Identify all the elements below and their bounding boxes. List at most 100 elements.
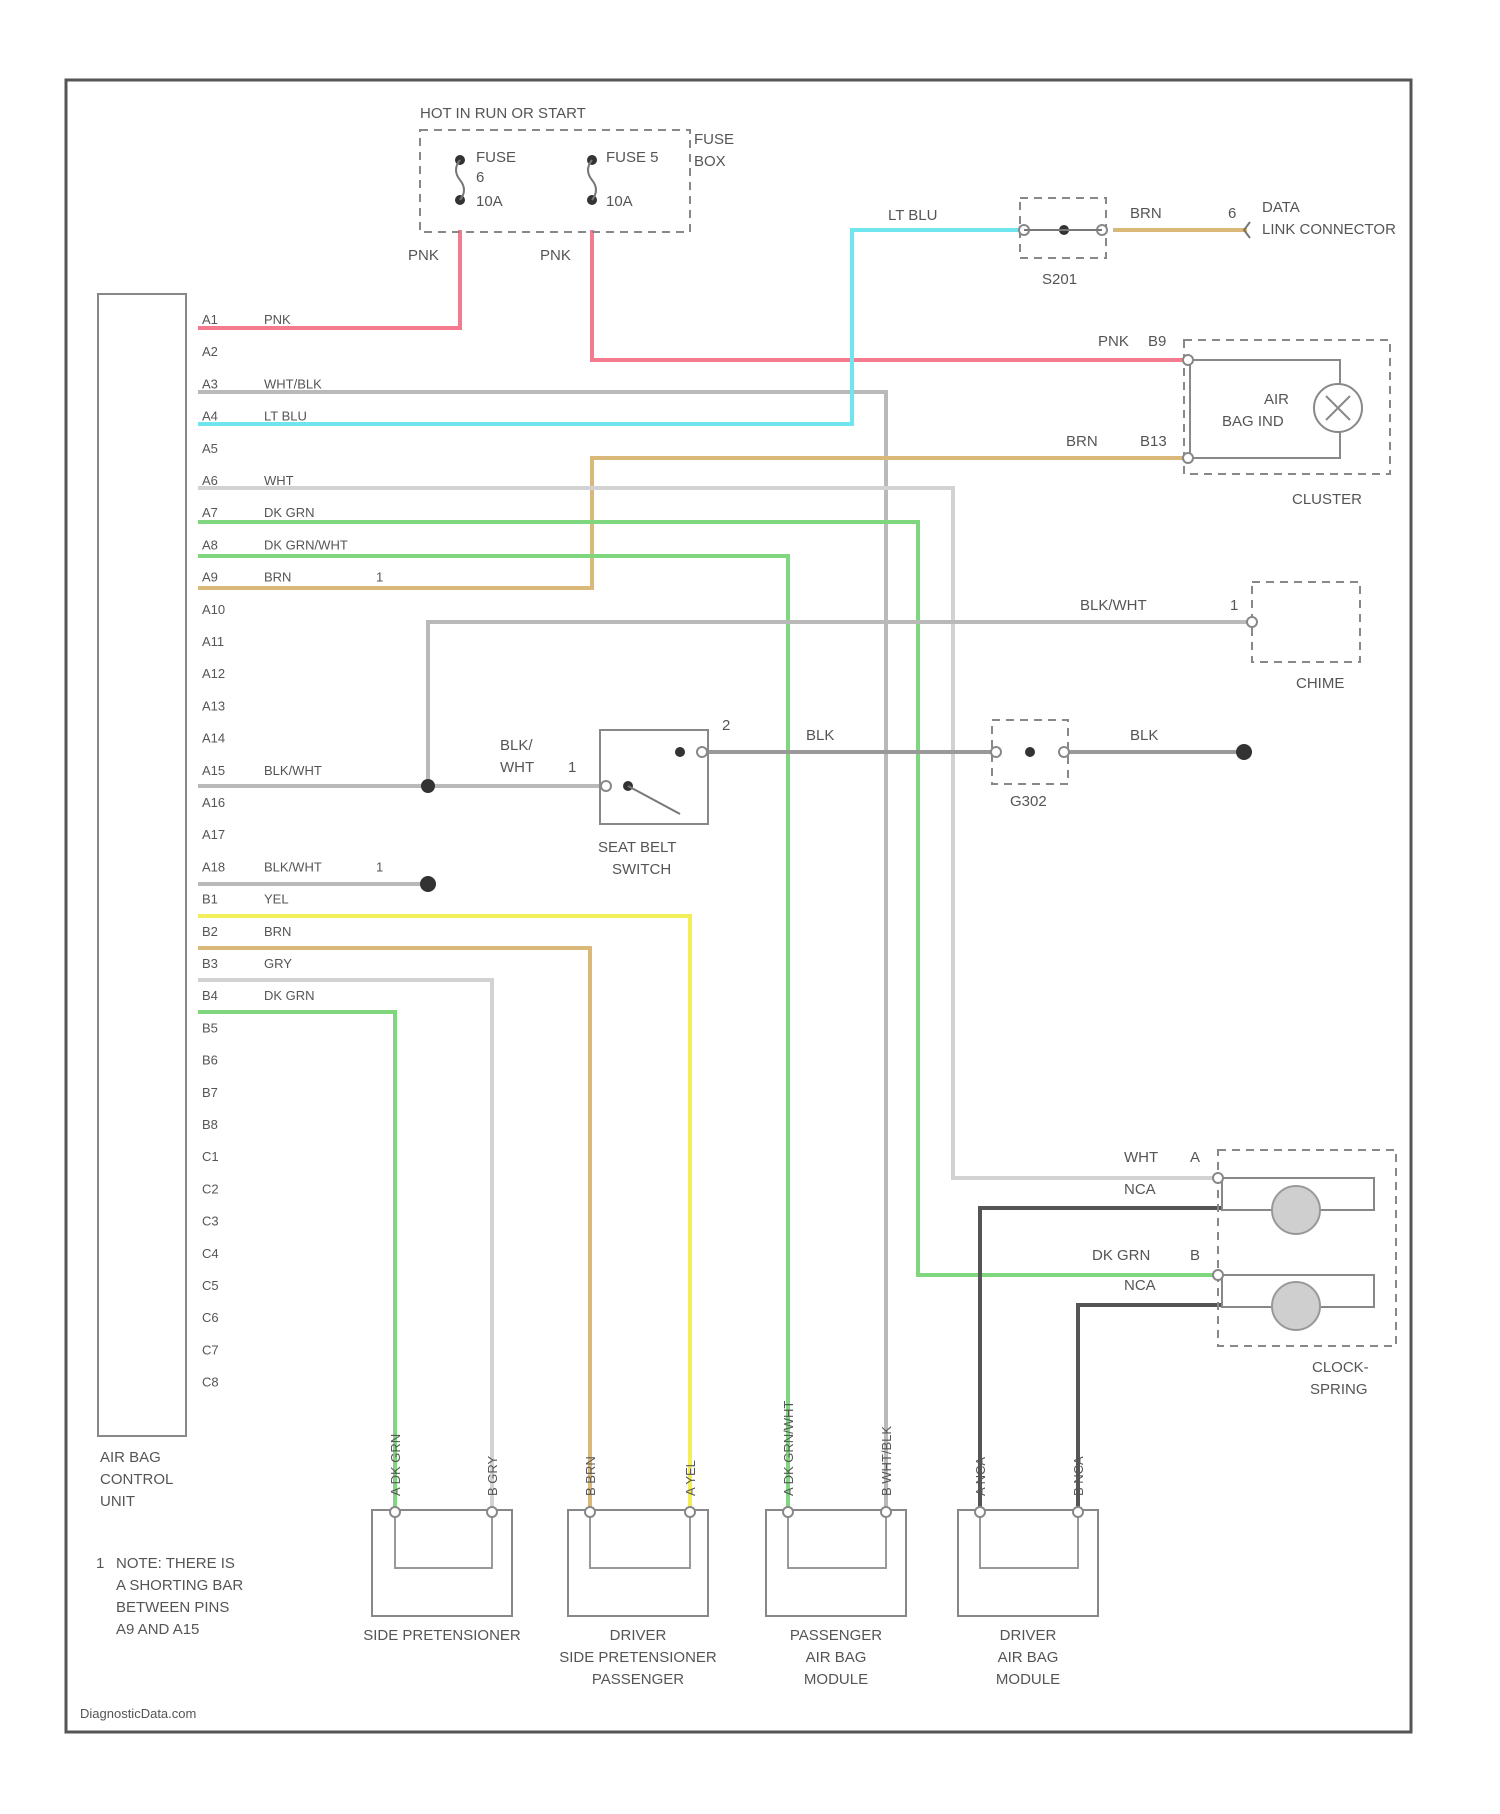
cluster-pin-b13: B13 bbox=[1140, 433, 1167, 450]
pin-label-a6: A6 bbox=[202, 473, 218, 488]
module-2-term-b bbox=[881, 1507, 891, 1517]
pin-wire-label-a9: BRN bbox=[264, 570, 291, 585]
wire-label-nca-a: NCA bbox=[1124, 1181, 1156, 1198]
wire-dk-grn-a7 bbox=[200, 522, 1218, 1275]
splice-s201-label: S201 bbox=[1042, 271, 1077, 288]
control-unit-label-3: UNIT bbox=[100, 1493, 135, 1510]
pin-label-a12: A12 bbox=[202, 666, 225, 681]
seat-belt-pin-1: 1 bbox=[568, 759, 576, 776]
module-1-wire-label-b: A YEL bbox=[683, 1460, 698, 1496]
pin-wire-label-a15: BLK/WHT bbox=[264, 763, 322, 778]
pin-label-b6: B6 bbox=[202, 1053, 218, 1068]
wire-label-pnk-cluster: PNK bbox=[1098, 333, 1129, 350]
wire-wht-blk-a3 bbox=[200, 392, 886, 1510]
pin-label-b4: B4 bbox=[202, 988, 218, 1003]
module-1-label-0: DRIVER bbox=[610, 1627, 667, 1644]
wire-label-blk-1: BLK bbox=[806, 727, 834, 744]
note-mark: 1 bbox=[96, 1555, 104, 1572]
module-squib-icon-3 bbox=[980, 1514, 1078, 1568]
dlc-pin: 6 bbox=[1228, 205, 1236, 222]
pin-wire-label-a4: LT BLU bbox=[264, 409, 307, 424]
g302-node bbox=[1025, 747, 1035, 757]
fuse5-amp: 10A bbox=[606, 193, 633, 210]
fuse6-number: 6 bbox=[476, 169, 484, 186]
pin-label-c8: C8 bbox=[202, 1375, 219, 1390]
power-title: HOT IN RUN OR START bbox=[420, 105, 586, 122]
pin-label-a13: A13 bbox=[202, 698, 225, 713]
seat-belt-term-in bbox=[601, 781, 611, 791]
fuse5-symbol bbox=[588, 160, 596, 200]
module-1-term-b bbox=[685, 1507, 695, 1517]
seat-belt-pin-2: 2 bbox=[722, 717, 730, 734]
module-0-term-a bbox=[390, 1507, 400, 1517]
module-squib-icon-2 bbox=[788, 1514, 886, 1568]
wire-wht-a6 bbox=[200, 488, 1218, 1178]
note-line-3: BETWEEN PINS bbox=[116, 1599, 229, 1616]
pin-label-a10: A10 bbox=[202, 602, 225, 617]
module-3-term-a bbox=[975, 1507, 985, 1517]
clockspring-pin-a: A bbox=[1190, 1149, 1200, 1166]
pin-wire-label-a3: WHT/BLK bbox=[264, 376, 322, 391]
cluster-b9-term bbox=[1183, 355, 1193, 365]
module-1-label-2: PASSENGER bbox=[592, 1671, 684, 1688]
wire-label-pnk-left: PNK bbox=[408, 247, 439, 264]
wire-yel-b1 bbox=[200, 916, 690, 1510]
wire-label-blk-wht-2: WHT bbox=[500, 759, 534, 776]
pin-label-a18: A18 bbox=[202, 859, 225, 874]
pin-label-a14: A14 bbox=[202, 731, 225, 746]
pin-label-b1: B1 bbox=[202, 892, 218, 907]
pin-wire-label-b4: DK GRN bbox=[264, 988, 315, 1003]
pin-wire-label-b1: YEL bbox=[264, 892, 289, 907]
module-2-label-0: PASSENGER bbox=[790, 1627, 882, 1644]
wire-label-nca-b: NCA bbox=[1124, 1277, 1156, 1294]
pin-label-b8: B8 bbox=[202, 1117, 218, 1132]
splice-g302-label: G302 bbox=[1010, 793, 1047, 810]
pin-label-c7: C7 bbox=[202, 1342, 219, 1357]
clockspring-label-2: SPRING bbox=[1310, 1381, 1368, 1398]
control-unit-label-1: AIR BAG bbox=[100, 1449, 161, 1466]
seat-belt-label-1: SEAT BELT bbox=[598, 839, 676, 856]
pin-wire-label-a7: DK GRN bbox=[264, 505, 315, 520]
pin-label-a9: A9 bbox=[202, 570, 218, 585]
module-3-wire-label-a: A NCA bbox=[973, 1457, 988, 1496]
wire-label-lt-blu: LT BLU bbox=[888, 207, 937, 224]
module-2-term-a bbox=[783, 1507, 793, 1517]
module-3-label-2: MODULE bbox=[996, 1671, 1060, 1688]
data-link-group: LT BLU S201 BRN 6 DATA LINK CONNECTOR bbox=[888, 198, 1396, 288]
wire-gry-b3 bbox=[200, 980, 492, 1510]
fuse6-name: FUSE bbox=[476, 149, 516, 166]
wire-label-blk-2: BLK bbox=[1130, 727, 1158, 744]
pin-label-c2: C2 bbox=[202, 1181, 219, 1196]
wire-label-blk-wht-1: BLK/ bbox=[500, 737, 533, 754]
module-1-wire-label-a: B BRN bbox=[583, 1456, 598, 1496]
module-3-label-0: DRIVER bbox=[1000, 1627, 1057, 1644]
module-2-label-1: AIR BAG bbox=[806, 1649, 867, 1666]
a18-end-node bbox=[420, 876, 436, 892]
chime-box bbox=[1252, 582, 1360, 662]
pin-label-b2: B2 bbox=[202, 924, 218, 939]
switch-contact bbox=[675, 747, 685, 757]
module-0-term-b bbox=[487, 1507, 497, 1517]
dlc-label-1: DATA bbox=[1262, 199, 1300, 216]
module-3-term-b bbox=[1073, 1507, 1083, 1517]
note-line-2: A SHORTING BAR bbox=[116, 1577, 243, 1594]
pin-wire-label-a6: WHT bbox=[264, 473, 294, 488]
module-2-label-2: MODULE bbox=[804, 1671, 868, 1688]
wire-nca-b bbox=[1078, 1305, 1220, 1510]
module-squib-icon-0 bbox=[395, 1514, 492, 1568]
switch-blade bbox=[628, 786, 680, 814]
pin-wire-label-a8: DK GRN/WHT bbox=[264, 537, 348, 552]
module-squib-icon-1 bbox=[590, 1514, 690, 1568]
pin-wire-label-a1: PNK bbox=[264, 312, 291, 327]
pin-label-c1: C1 bbox=[202, 1149, 219, 1164]
pin-label-a5: A5 bbox=[202, 441, 218, 456]
cluster-label: CLUSTER bbox=[1292, 491, 1362, 508]
fusebox-label-2: BOX bbox=[694, 153, 726, 170]
indicator-label-2: BAG IND bbox=[1222, 413, 1284, 430]
g302-right-term bbox=[1059, 747, 1069, 757]
pin-footnote-a18: 1 bbox=[376, 859, 383, 874]
pin-label-b5: B5 bbox=[202, 1020, 218, 1035]
chime-group: BLK/WHT 1 CHIME bbox=[1080, 582, 1360, 692]
